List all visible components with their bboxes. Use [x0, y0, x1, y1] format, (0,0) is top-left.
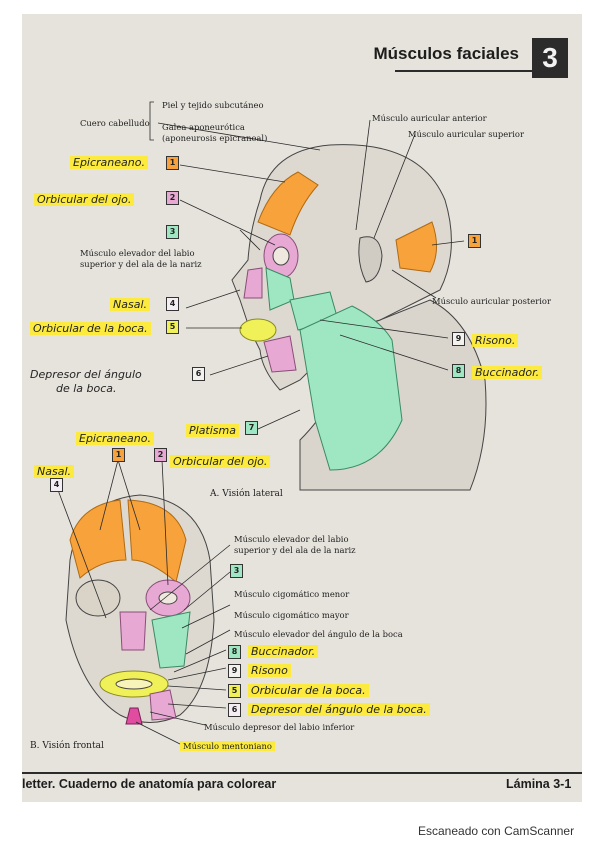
hw-depresor-a-1: Depresor del ángulo — [30, 368, 142, 381]
hw-orbicular-boca-a: Orbicular de la boca. — [30, 322, 151, 335]
label-elevador-labio-1: Músculo elevador del labio — [80, 248, 195, 258]
box-6-a: 6 — [192, 367, 205, 381]
hw-epicraneano-b: Epicraneano. — [76, 432, 154, 445]
leader-lines — [57, 119, 465, 745]
box-3-a: 3 — [166, 225, 179, 239]
hw-orbicular-ojo-a: Orbicular del ojo. — [34, 193, 135, 206]
box-4-a: 4 — [166, 297, 179, 311]
label-galea-2: (aponeurosis epicraneal) — [162, 133, 268, 143]
box-4-b: 4 — [50, 478, 63, 492]
box-5-b: 5 — [228, 684, 241, 698]
scalp-bracket — [149, 101, 154, 141]
label-galea-1: Galea aponeurótica — [162, 122, 245, 132]
box-8-b: 8 — [228, 645, 241, 659]
label-depresor-labio-inferior: Músculo depresor del labio inferior — [204, 722, 355, 732]
label-piel: Piel y tejido subcutáneo — [162, 100, 264, 110]
caption-vision-lateral: A. Visión lateral — [210, 489, 283, 499]
mentoniano-frontal — [125, 707, 143, 725]
scanner-watermark: Escaneado con CamScanner — [418, 824, 575, 838]
hw-epicraneano-a: Epicraneano. — [70, 156, 148, 169]
box-1-b: 1 — [112, 448, 125, 462]
chapter-number-badge: 3 — [532, 38, 568, 78]
hw-risorio-b: Risono — [248, 664, 291, 677]
hw-depresor-b: Depresor del ángulo de la boca. — [248, 703, 430, 716]
box-8-a: 8 — [452, 364, 465, 378]
label-mentoniano: Músculo mentoniano — [180, 741, 275, 751]
hw-orbicular-boca-b: Orbicular de la boca. — [248, 684, 369, 697]
hw-orbicular-ojo-b: Orbicular del ojo. — [170, 455, 271, 468]
hw-buccinador-a: Buccinador. — [472, 366, 543, 379]
nasal-lateral — [243, 267, 263, 299]
label-cuero-cabelludo: Cuero cabelludo — [80, 118, 150, 128]
box-9-b: 9 — [228, 664, 241, 678]
caption-vision-frontal: B. Visión frontal — [30, 741, 104, 751]
label-elevador-labio-2: superior y del ala de la nariz — [80, 259, 202, 269]
hw-nasal-b: Nasal. — [34, 465, 74, 478]
label-auricular-superior: Músculo auricular superior — [408, 129, 524, 139]
nasal-frontal — [119, 611, 147, 651]
hw-depresor-a-2: de la boca. — [56, 382, 117, 395]
label-elevador-angulo: Músculo elevador del ángulo de la boca — [234, 629, 403, 639]
box-2-b: 2 — [154, 448, 167, 462]
lateral-view-drawing — [231, 144, 487, 491]
chapter-title: Músculos faciales — [373, 44, 519, 63]
box-1-a-posterior: 1 — [468, 234, 481, 248]
label-auricular-posterior: Músculo auricular posterior — [432, 296, 551, 306]
box-7-a: 7 — [245, 421, 258, 435]
box-1-a: 1 — [166, 156, 179, 170]
box-3-b: 3 — [230, 564, 243, 578]
box-2-a: 2 — [166, 191, 179, 205]
cigomaticos-frontal — [151, 611, 191, 669]
label-elevador-labio-b-2: superior y del ala de la nariz — [234, 545, 356, 555]
epicraneano-frontal-der — [127, 499, 187, 583]
hw-buccinador-b: Buccinador. — [248, 645, 319, 658]
hw-platisma-a: Platisma — [186, 424, 239, 437]
orbicular-boca-lateral — [239, 318, 277, 342]
plate-number: Lámina 3-1 — [506, 777, 572, 791]
footer-rule — [22, 772, 582, 774]
epicraneano-occipital-lateral — [395, 221, 437, 273]
depresor-angulo-lateral — [263, 335, 297, 373]
hw-risorio-a: Risono. — [472, 334, 519, 347]
box-6-b: 6 — [228, 703, 241, 717]
hw-nasal-a: Nasal. — [110, 298, 150, 311]
label-auricular-anterior: Músculo auricular anterior — [372, 113, 487, 123]
box-9-a: 9 — [452, 332, 465, 346]
box-5-a: 5 — [166, 320, 179, 334]
header-rule — [395, 70, 532, 72]
epicraneano-frontal-lateral — [257, 171, 319, 236]
label-cigomatico-menor: Músculo cigomático menor — [234, 589, 350, 599]
book-title: letter. Cuaderno de anatomía para colore… — [22, 777, 277, 791]
label-elevador-labio-b-1: Músculo elevador del labio — [234, 534, 349, 544]
label-cigomatico-mayor: Músculo cigomático mayor — [234, 610, 349, 620]
